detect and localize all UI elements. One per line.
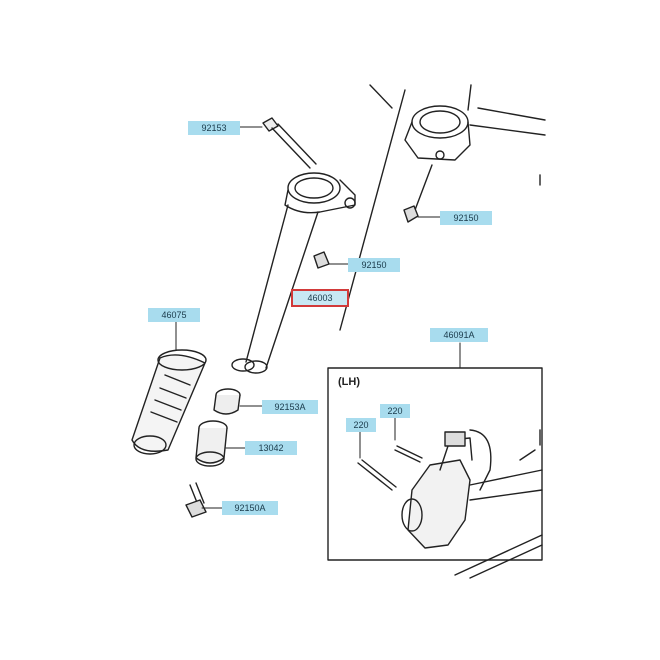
- part-label-46075[interactable]: 46075: [148, 308, 200, 322]
- part-label-220-b[interactable]: 220: [346, 418, 376, 432]
- bar-end-drawing: [195, 420, 246, 467]
- frame-lines: [339, 84, 546, 331]
- lh-switch-drawing: [357, 417, 543, 549]
- part-label-92153A[interactable]: 92153A: [262, 400, 318, 414]
- part-label-92150A[interactable]: 92150A: [222, 501, 278, 515]
- fork-clamp-drawing: [404, 105, 471, 211]
- part-label-92153[interactable]: 92153: [188, 121, 240, 135]
- part-label-46003[interactable]: 46003: [291, 289, 349, 307]
- grip-drawing: [131, 321, 207, 455]
- bolt-92150-right-drawing: [403, 205, 441, 223]
- lh-detail-frame: [327, 342, 543, 561]
- bolt-92153-drawing: [239, 117, 317, 169]
- part-label-46091A[interactable]: 46091A: [430, 328, 488, 342]
- part-label-13042[interactable]: 13042: [245, 441, 297, 455]
- end-plug-drawing: [213, 388, 263, 415]
- part-label-220-a[interactable]: 220: [380, 404, 410, 418]
- part-label-92150-right[interactable]: 92150: [440, 211, 492, 225]
- part-label-92150-mid[interactable]: 92150: [348, 258, 400, 272]
- section-label-lh: (LH): [338, 376, 360, 388]
- bolt-92150-mid-drawing: [313, 251, 349, 269]
- handlebar-clamp-drawing: [231, 172, 356, 374]
- lower-frame-lines: [454, 534, 543, 579]
- bolt-92150A-drawing: [185, 482, 223, 518]
